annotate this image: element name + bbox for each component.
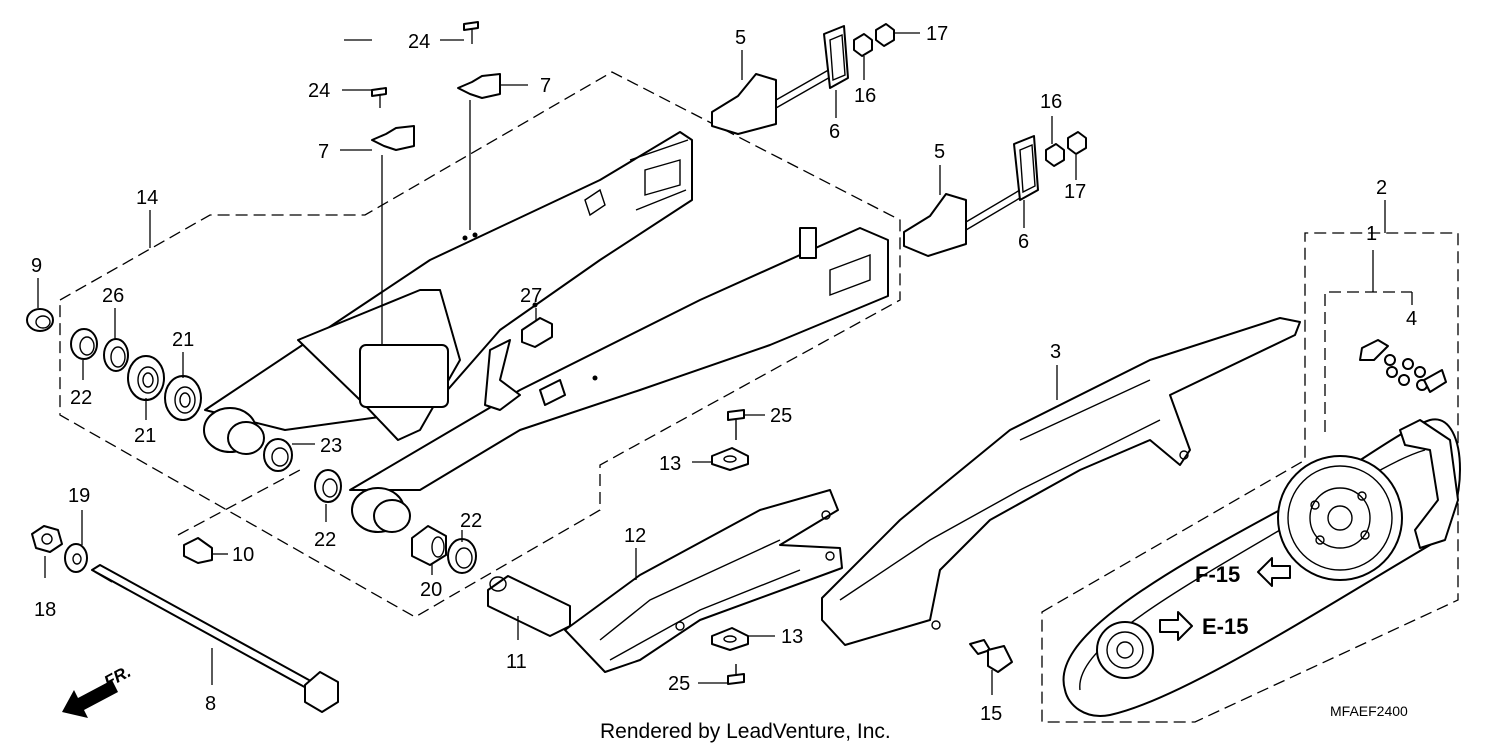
callout-16-bottom: 16 [1040,91,1062,113]
pivot-cap [26,308,54,332]
render-credit: Rendered by LeadVenture, Inc. [600,720,891,743]
callout-6-bottom: 6 [1018,231,1029,253]
slider-plate-13-bottom [711,627,749,651]
bolt-15 [969,639,1013,673]
callout-21-right: 21 [172,329,194,351]
collar-10 [183,537,213,564]
callout-3: 3 [1050,341,1061,363]
callout-5-bottom: 5 [934,141,945,163]
slider-plate-13-top [711,447,749,471]
nut-16-bottom [1045,143,1065,167]
callout-26: 26 [102,285,124,307]
callout-22-left: 22 [70,387,92,409]
ref-label-e15: E-15 [1202,614,1248,639]
callout-17-bottom: 17 [1064,181,1086,203]
cable-guide-7-left [371,125,415,345]
chain-case-3 [821,317,1301,646]
callout-9: 9 [31,255,42,277]
front-direction-arrow [62,680,118,718]
callout-25-top: 25 [770,405,792,427]
callout-21-left: 21 [134,425,156,447]
ref-arrow-f15 [1257,557,1291,587]
drive-chain-boundary [1041,232,1459,723]
nut-17-top [875,23,895,47]
chain-adjuster-5-top [711,67,833,135]
swingarm [203,131,889,533]
callout-18: 18 [34,599,56,621]
callout-22-center: 22 [314,529,336,551]
callout-23: 23 [320,435,342,457]
screw-25-top [727,409,745,440]
dust-seal-22-left [70,328,98,360]
nut-17-bottom [1067,131,1087,155]
ref-arrow-e15 [1159,611,1193,641]
drive-sprocket [1096,621,1154,679]
pivot-bolt-8 [91,564,339,713]
callout-16-top: 16 [854,85,876,107]
pivot-nut-18 [31,525,63,553]
callout-8: 8 [205,693,216,715]
leader-lines [37,32,1413,695]
collar-11 [487,575,571,637]
callout-1: 1 [1366,223,1377,245]
callout-15: 15 [980,703,1002,725]
collar-27 [521,317,553,348]
adjuster-plate-6-top [823,25,849,89]
callout-5-top: 5 [735,27,746,49]
screw-24-left [371,87,387,108]
callout-13-bottom: 13 [781,626,803,648]
dust-seal-23 [263,438,293,472]
snap-ring-26 [103,338,129,372]
needle-bearing-20 [411,525,447,566]
dust-seal-22-right [447,538,477,574]
callout-19: 19 [68,485,90,507]
ball-bearing-21-left [127,355,165,401]
callout-24-right: 24 [408,31,430,53]
screw-24-right [463,21,479,44]
nut-16-top [853,33,873,57]
callout-4: 4 [1406,308,1417,330]
callout-25-bottom: 25 [668,673,690,695]
chain-adjuster-5-bottom [903,189,1021,257]
callout-27: 27 [520,285,542,307]
screw-25-bottom [727,664,745,685]
chain-joint-4 [1359,339,1447,393]
callout-17-top: 17 [926,23,948,45]
chain-slider-12 [564,489,843,673]
cable-guide-7-right [457,73,501,230]
ball-bearing-21-right [164,375,202,421]
callout-22-right: 22 [460,510,482,532]
adjuster-plate-6-bottom [1013,135,1039,201]
callout-11: 11 [506,651,527,673]
callout-12: 12 [624,525,646,547]
driven-sprocket [1277,455,1403,581]
callout-2: 2 [1376,177,1387,199]
swingarm-assembly-boundary [59,71,901,618]
dust-seal-22-center [314,469,342,503]
callout-numbers: 1 2 3 4 5 5 6 6 7 7 8 9 10 11 12 13 13 1… [31,23,1417,725]
callout-6-top: 6 [829,121,840,143]
callout-13-top: 13 [659,453,681,475]
callout-14: 14 [136,187,158,209]
callout-7-left: 7 [318,141,329,163]
callout-7-right: 7 [540,75,551,97]
ref-label-f15: F-15 [1195,562,1240,587]
callout-10: 10 [232,544,254,566]
callout-20: 20 [420,579,442,601]
diagram-code: MFAEF2400 [1330,703,1408,719]
washer-19 [64,543,88,573]
callout-24-left: 24 [308,80,330,102]
